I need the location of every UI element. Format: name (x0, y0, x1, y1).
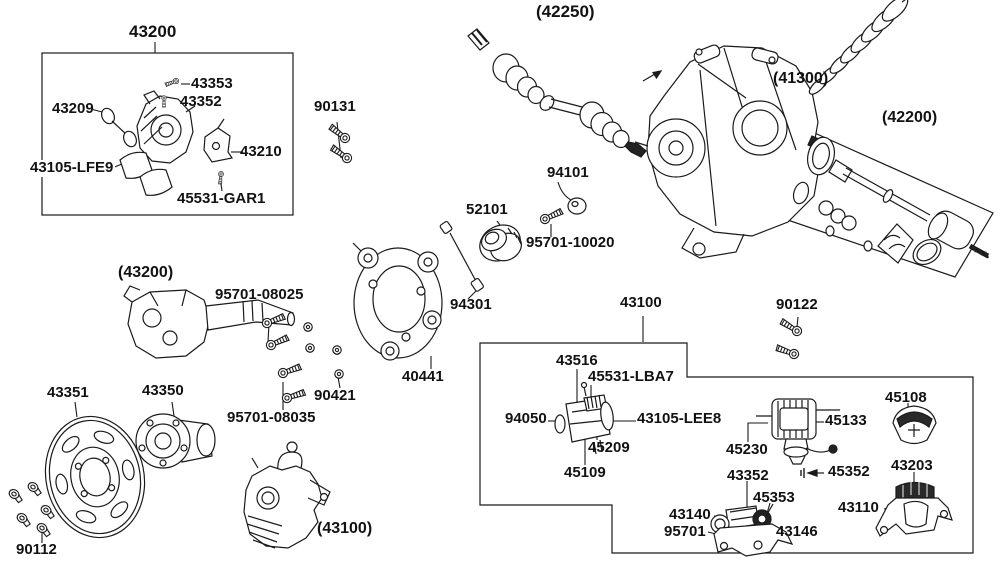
wheel-hub-drawing (135, 413, 216, 469)
backing-plate-drawing (352, 242, 443, 361)
bearing-drawing (479, 224, 522, 262)
part-label-90112: 90112 (16, 541, 57, 558)
pad-support-drawing (892, 405, 937, 445)
differential-drawing (634, 44, 831, 259)
part-label-43209: 43209 (52, 100, 94, 117)
assembly-label-42200: (42200) (882, 109, 938, 126)
part-label-43516: 43516 (556, 352, 598, 369)
part-label-45353: 45353 (753, 489, 795, 506)
part-label-45531-lba7: 45531-LBA7 (588, 368, 674, 385)
part-label-45352: 45352 (828, 463, 870, 480)
parking-actuator-drawing (756, 398, 840, 465)
part-label-45109: 45109 (564, 464, 606, 481)
assembly-label-43100-sub: (43100) (317, 520, 373, 537)
axle-shaft-drawing (467, 28, 647, 158)
part-label-45531-gar1: 45531-GAR1 (177, 190, 266, 207)
part-label-52101: 52101 (466, 201, 508, 218)
assembly-label-43200-sub: (43200) (118, 264, 174, 281)
part-label-43210: 43210 (240, 143, 282, 160)
part-label-43105-lfe9: 43105-LFE9 (28, 159, 116, 177)
box-43100 (479, 342, 974, 554)
part-label-94050: 94050 (505, 410, 547, 427)
axle-kit-drawing (792, 136, 990, 266)
part-label-43350: 43350 (142, 382, 184, 399)
part-label-40441: 40441 (402, 368, 444, 385)
part-label-45230: 45230 (726, 441, 768, 458)
part-label-43351: 43351 (47, 384, 89, 401)
assembly-label-41300: (41300) (773, 70, 829, 87)
washer-drawing (567, 197, 587, 215)
bolt-90122-drawing (774, 316, 804, 361)
caliper-piston-kit-drawing (554, 381, 614, 455)
propshaft-boot-drawing (808, 0, 909, 95)
part-label-94301: 94301 (450, 296, 492, 313)
assembly-label-42250: (42250) (536, 2, 595, 21)
part-label-43353: 43353 (191, 75, 233, 92)
pad-bracket-drawing (203, 118, 233, 163)
direction-arrow-icon (642, 70, 663, 82)
stud-drawing (439, 220, 484, 292)
caliper-body-kit-drawing (710, 503, 794, 557)
brake-disc-drawing (44, 415, 146, 539)
part-label-95701-08025: 95701-08025 (215, 286, 304, 303)
part-label-43140: 43140 (669, 506, 711, 523)
part-label-90421: 90421 (314, 387, 356, 404)
part-label-43203: 43203 (891, 457, 933, 474)
actuator-drawing (136, 90, 196, 164)
pad-and-bracket-drawing (875, 481, 953, 537)
part-label-95701-10020: 95701-10020 (526, 234, 615, 251)
bolt-90131-drawing (326, 122, 355, 166)
part-label-95701-08035: 95701-08035 (227, 409, 316, 426)
box-43200 (41, 52, 294, 216)
part-label-45133: 45133 (825, 412, 867, 429)
part-label-94101: 94101 (547, 164, 589, 181)
part-label-95701: 95701 (664, 523, 706, 540)
retainer-clip-drawing (100, 107, 138, 148)
bolt-95701-08025-drawing (260, 311, 343, 356)
part-label-90122: 90122 (776, 296, 818, 313)
assembly-label-43100: 43100 (620, 294, 662, 311)
part-label-43352-b: 43352 (727, 467, 769, 484)
part-label-43146: 43146 (776, 523, 818, 540)
assembly-label-43200: 43200 (129, 22, 177, 41)
part-label-43352: 43352 (180, 93, 222, 110)
part-label-45209: 45209 (588, 439, 630, 456)
rear-caliper-drawing (243, 441, 331, 549)
brake-pads-drawing (119, 151, 173, 196)
part-label-43105-lee8: 43105-LEE8 (637, 410, 722, 427)
part-label-90131: 90131 (314, 98, 356, 115)
part-label-43110: 43110 (838, 499, 879, 516)
pin-pointer-arrow-icon (800, 468, 824, 478)
part-label-45108: 45108 (885, 389, 927, 406)
